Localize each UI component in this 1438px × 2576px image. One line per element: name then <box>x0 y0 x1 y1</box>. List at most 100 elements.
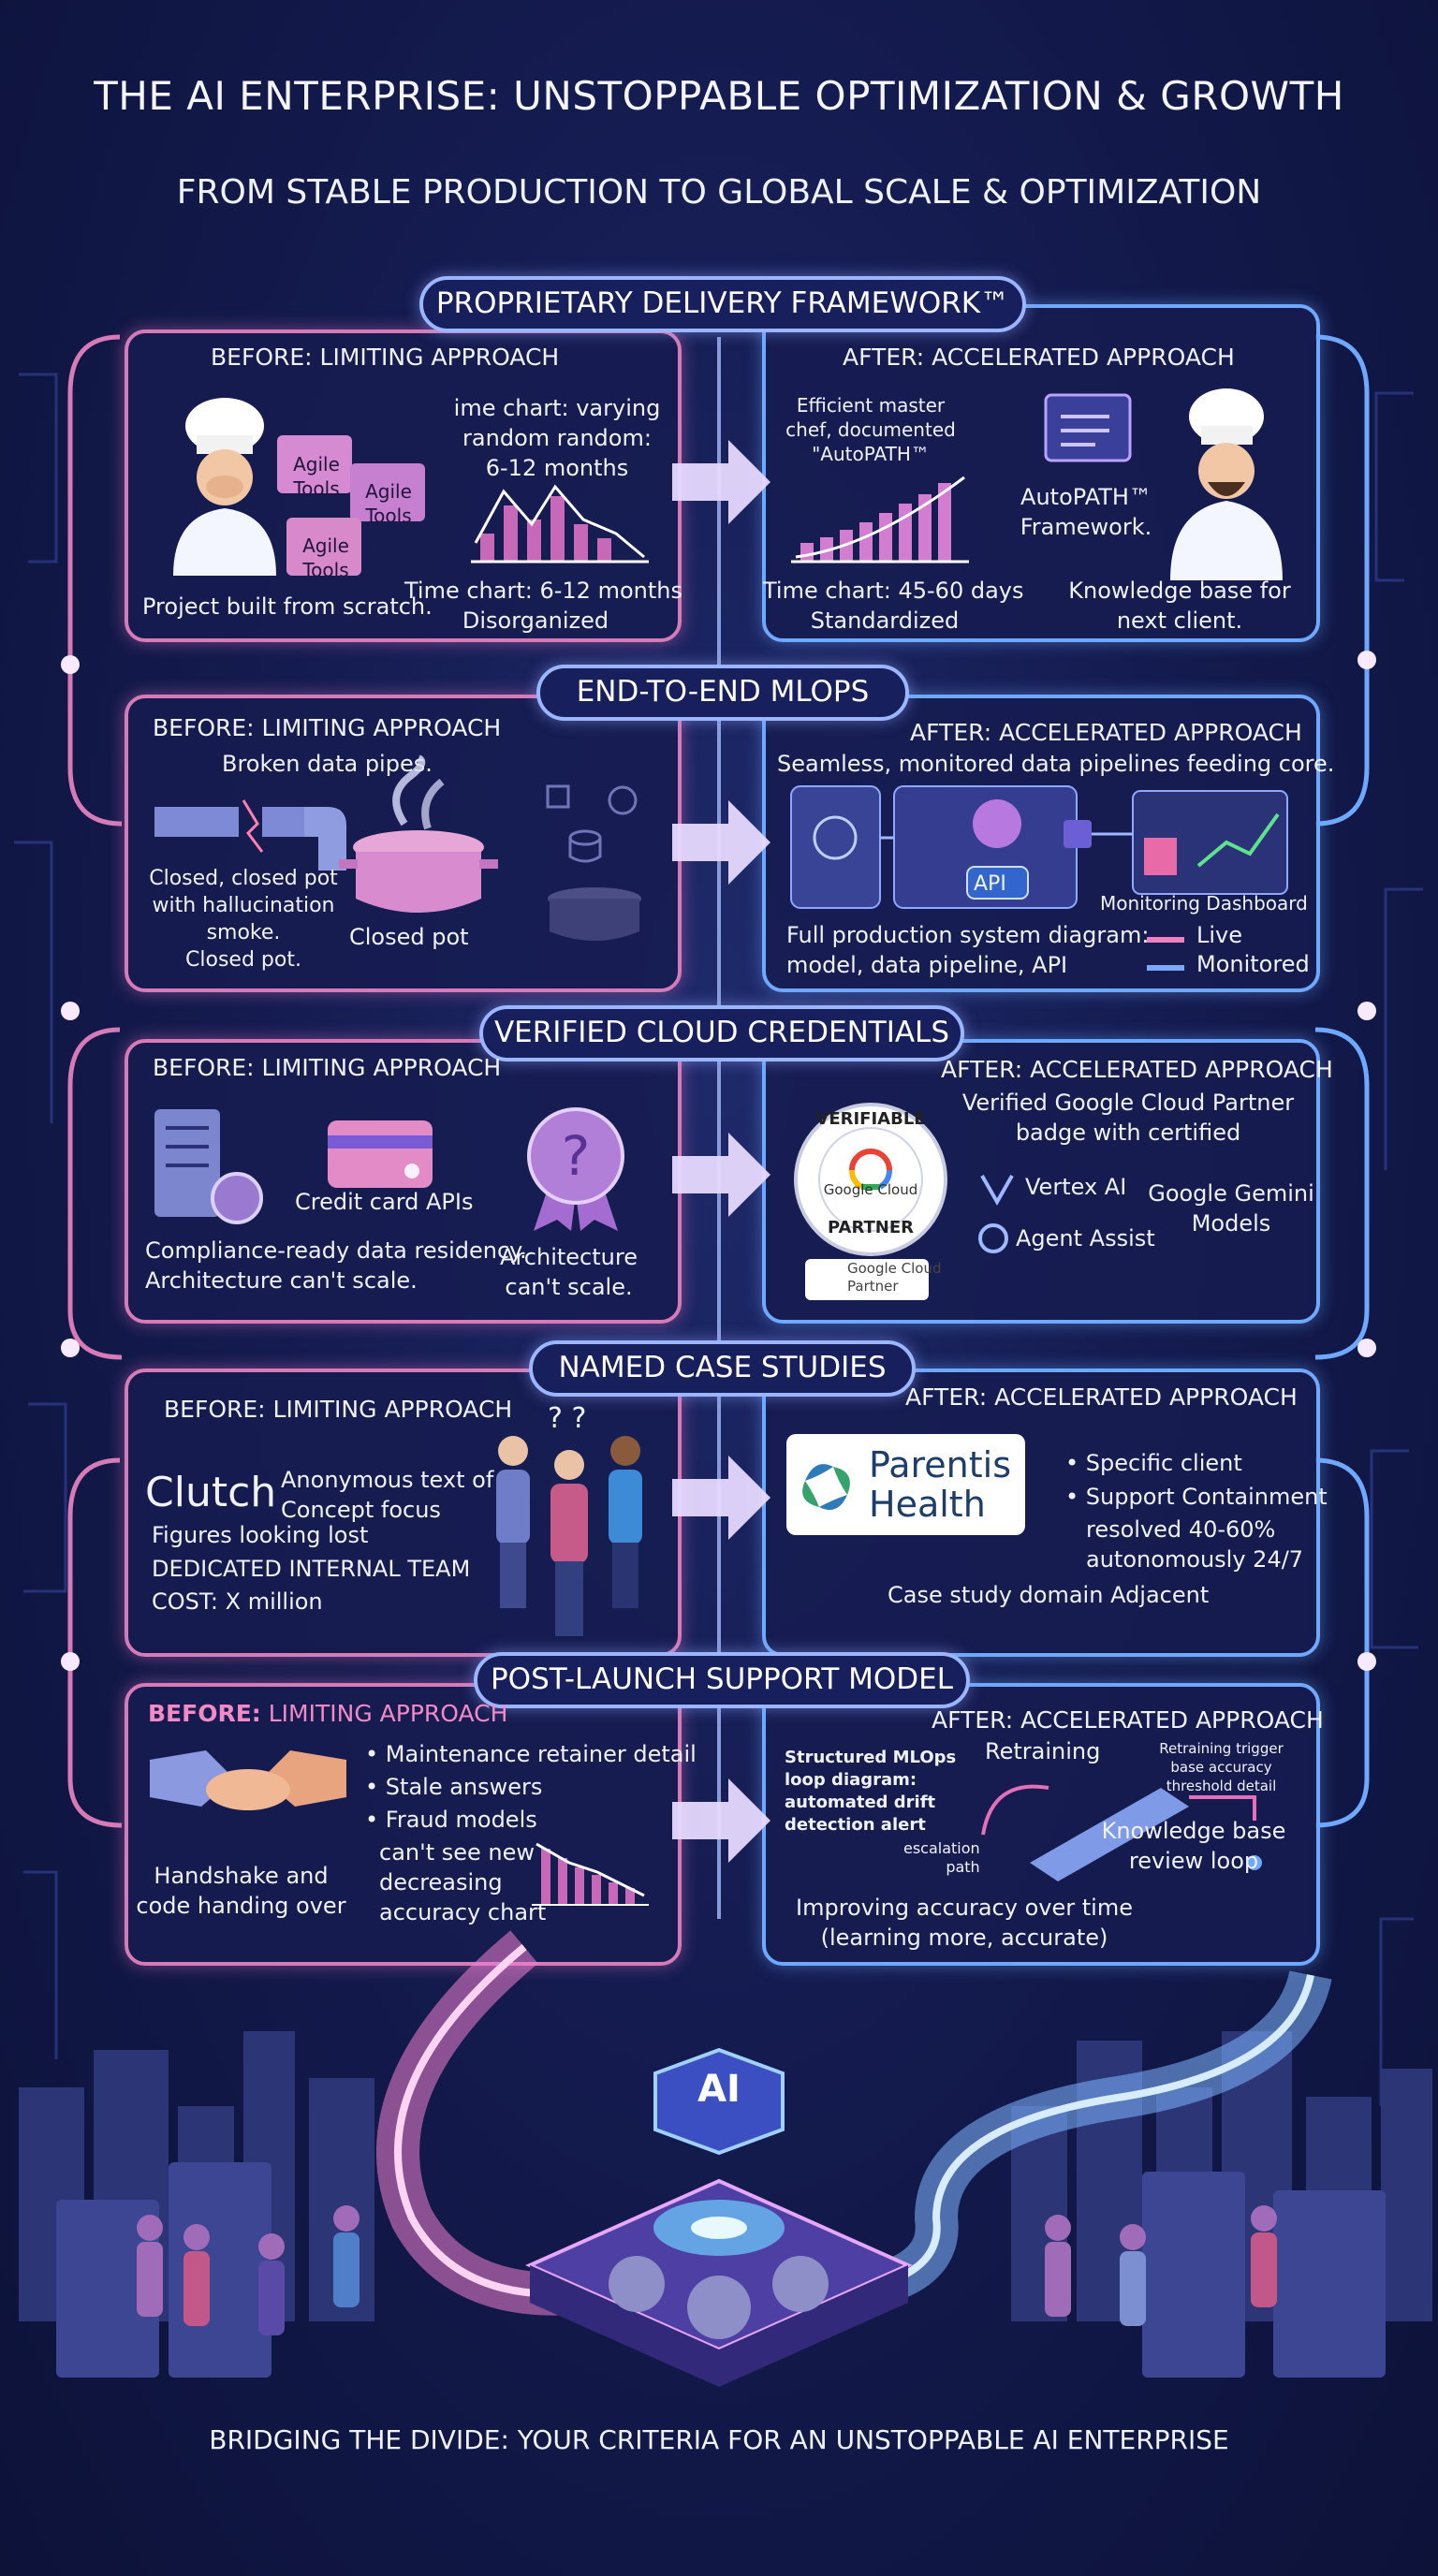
s2-after-heading: AFTER: ACCELERATED APPROACH <box>910 719 1302 746</box>
s1-after-heading: AFTER: ACCELERATED APPROACH <box>843 344 1235 371</box>
parentis-health-logo <box>786 1434 1025 1535</box>
escalation-path: escalation path <box>903 1839 980 1876</box>
s5-after-heading: AFTER: ACCELERATED APPROACH <box>932 1706 1324 1734</box>
footer-text: BRIDGING THE DIVIDE: YOUR CRITERIA FOR A… <box>209 2424 1229 2455</box>
section4-before-panel <box>125 1368 682 1657</box>
legend-live: Live <box>1196 922 1243 948</box>
section5-title: POST-LAUNCH SUPPORT MODEL <box>474 1652 970 1708</box>
vertex-ai-label: Vertex AI <box>1025 1174 1127 1200</box>
s2-after-diagram-caption: Full production system diagram: model, d… <box>786 922 1150 978</box>
s5-before-bullet-tail: can't see new decreasing accuracy chart <box>379 1839 547 1925</box>
s4-before-line-1: Figures looking lost <box>152 1522 369 1548</box>
small-partner-badge <box>805 1259 929 1300</box>
s4-before-anon-text: Anonymous text of Concept focus <box>281 1467 494 1523</box>
badge-mid-text: Google Cloud <box>823 1181 918 1198</box>
page-title: THE AI ENTERPRISE: UNSTOPPABLE OPTIMIZAT… <box>94 73 1344 119</box>
question-marks: ? ? <box>548 1402 587 1435</box>
s4-after-bullet-tail: resolved 40-60% autonomously 24/7 <box>1086 1516 1304 1573</box>
section1-title: PROPRIETARY DELIVERY FRAMEWORK™ <box>419 276 1026 332</box>
bullet-text: Stale answers <box>385 1774 543 1800</box>
bullet-text: Maintenance retainer detail <box>385 1741 697 1767</box>
api-label: API <box>974 872 1006 896</box>
agile-tools-folders-icon <box>277 435 425 576</box>
transform-arrow-3 <box>672 1133 770 1217</box>
s1-before-caption-left: Project built from scratch. <box>142 593 433 620</box>
badge-bottom-text: PARTNER <box>827 1218 915 1237</box>
s5-before-bullet-3: • Fraud models <box>365 1807 537 1833</box>
s1-after-caption-right: Knowledge base for next client. <box>1068 578 1291 634</box>
legend-swatches <box>1147 937 1184 971</box>
s2-before-pipes-text: Broken data pipes. <box>222 751 433 777</box>
transform-arrow-4 <box>672 1456 770 1540</box>
s2-before-heading: BEFORE: LIMITING APPROACH <box>153 714 502 741</box>
s5-before-heading: BEFORE: LIMITING APPROACH <box>148 1699 507 1729</box>
monitoring-dashboard-label: Monitoring Dashboard <box>1100 892 1308 915</box>
production-system-diagram <box>790 785 1288 909</box>
s3-before-caption-right: Architecture can't scale. <box>500 1244 638 1300</box>
s1-after-framework: AutoPATH™ Framework. <box>1020 484 1152 540</box>
loop-diagram-title: Structured MLOps loop diagram: automated… <box>785 1748 957 1835</box>
s1-after-caption-left: Time chart: 45-60 days Standardized <box>763 578 1024 634</box>
s5-before-bullet-2: • Stale answers <box>365 1774 543 1800</box>
s4-before-line-3: COST: X million <box>152 1588 323 1615</box>
s5-after-footer: Improving accuracy over time (learning m… <box>796 1895 1133 1951</box>
retraining-label: Retraining <box>985 1738 1101 1764</box>
city-skyline <box>19 1930 1432 2387</box>
question-badge-icon: ? <box>527 1107 624 1231</box>
s4-after-footer: Case study domain Adjacent <box>888 1582 1210 1608</box>
agent-assist-icon <box>978 1223 1008 1253</box>
broken-pipe-icon <box>154 799 346 871</box>
s3-after-heading: AFTER: ACCELERATED APPROACH <box>941 1056 1333 1083</box>
agent-assist-label: Agent Assist <box>1016 1225 1155 1251</box>
page-subtitle: FROM STABLE PRODUCTION TO GLOBAL SCALE &… <box>176 173 1262 212</box>
s3-before-heading: BEFORE: LIMITING APPROACH <box>153 1054 502 1081</box>
bullet-text: Support Containment <box>1085 1484 1328 1510</box>
clutch-logo: Clutch <box>145 1469 277 1516</box>
bullet-text: Specific client <box>1085 1450 1242 1476</box>
document-screen-icon <box>1044 393 1132 462</box>
s5-before-bullet-1: • Maintenance retainer detail <box>365 1741 697 1767</box>
s4-after-bullet-2: • Support Containment <box>1065 1484 1328 1510</box>
declining-time-chart <box>471 484 649 564</box>
s3-before-caption-left: Compliance-ready data residency. Archite… <box>145 1237 527 1294</box>
hub-ai-label: AI <box>697 2068 741 2111</box>
s2-before-pot-caption: Closed pot <box>349 924 469 950</box>
s2-before-left-caption: Closed, closed pot with hallucination sm… <box>149 867 338 972</box>
section3-title: VERIFIED CLOUD CREDENTIALS <box>479 1005 964 1061</box>
s4-after-bullet-1: • Specific client <box>1065 1450 1242 1476</box>
handshake-icon <box>150 1750 346 1810</box>
s1-after-chart-text: Efficient master chef, documented "AutoP… <box>785 394 956 465</box>
knowledge-base-loop: Knowledge base review loop <box>1101 1818 1286 1874</box>
heading-rest: LIMITING APPROACH <box>268 1700 508 1727</box>
section2-title: END-TO-END MLOPS <box>536 665 909 721</box>
section5-after-panel <box>762 1683 1320 1966</box>
handshake-caption: Handshake and code handing over <box>136 1863 346 1919</box>
credit-card-icon <box>328 1120 433 1188</box>
vertex-ai-icon <box>980 1175 1014 1207</box>
faded-tools-icon <box>546 784 641 941</box>
section4-title: NAMED CASE STUDIES <box>529 1340 916 1397</box>
badge-top-text: VERIFIABLE <box>815 1109 926 1129</box>
rising-time-chart <box>791 476 969 564</box>
transform-arrow-5 <box>672 1778 770 1863</box>
worried-chef-icon <box>173 398 276 576</box>
small-partner-badge-text: Google Cloud Partner <box>847 1260 942 1295</box>
confident-chef-icon <box>1170 388 1283 580</box>
folder-label-2: Agile Tools <box>365 480 412 527</box>
verifiable-partner-badge <box>794 1103 947 1256</box>
closed-pot-icon <box>339 754 498 913</box>
transform-arrow-1 <box>672 440 770 524</box>
gemini-label: Google Gemini Models <box>1148 1180 1314 1237</box>
svg-text:?: ? <box>562 1124 591 1188</box>
legend-monitored: Monitored <box>1196 951 1310 977</box>
decreasing-accuracy-chart <box>532 1842 649 1906</box>
s1-before-heading: BEFORE: LIMITING APPROACH <box>211 344 560 371</box>
transform-arrow-2 <box>672 800 770 885</box>
s1-before-chart-text: ime chart: varying random random: 6-12 m… <box>453 395 661 481</box>
parentis-logo-mark <box>802 1464 850 1511</box>
parentis-line2: Health <box>869 1484 986 1525</box>
retraining-trigger: Retraining trigger base accuracy thresho… <box>1159 1740 1284 1794</box>
credit-card-apis: Credit card APIs <box>295 1189 474 1215</box>
s1-before-caption-right: Time chart: 6-12 months Disorganized <box>404 578 682 634</box>
s4-before-heading: BEFORE: LIMITING APPROACH <box>164 1396 513 1423</box>
